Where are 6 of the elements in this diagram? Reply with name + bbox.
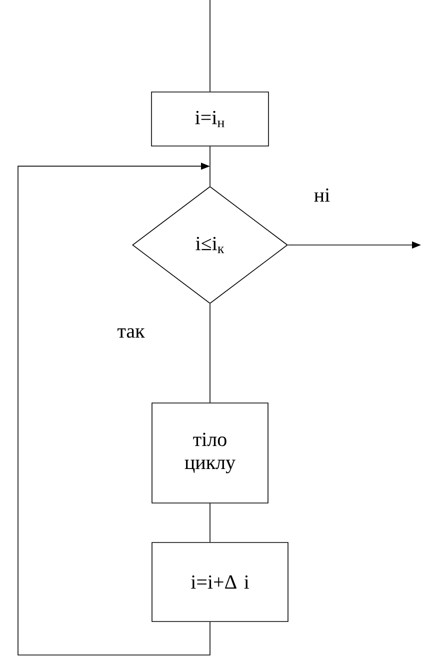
arrow (18, 162, 210, 656)
process-box: тіло циклу (152, 402, 268, 504)
process-box: i=i$_{н}$ (151, 92, 269, 146)
edge-label: так (116, 327, 146, 339)
edge-label: ні (312, 187, 332, 203)
process-box: i=i+Δ i (152, 542, 288, 622)
